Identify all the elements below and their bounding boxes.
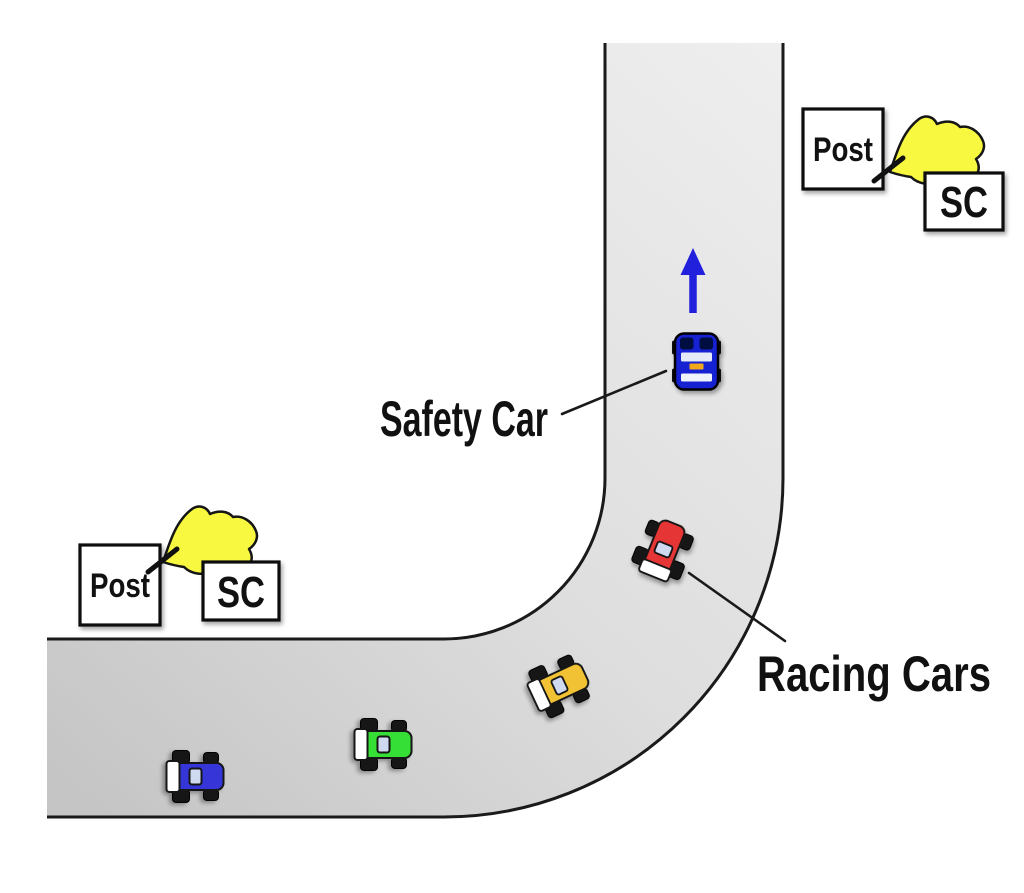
track-inner-edge: [47, 43, 607, 641]
safety-car-leader-line: [560, 369, 668, 416]
safety-car-hood-right: [699, 337, 713, 350]
sc-board: [923, 171, 1005, 232]
track-outer-edge: [47, 43, 785, 819]
racing-cars-leader-line: [687, 571, 787, 643]
safety-car-windshield: [681, 352, 712, 362]
flag-pole: [871, 155, 906, 184]
post-box: [78, 543, 162, 627]
post-box-label: Post: [90, 567, 150, 605]
sc-board-label: SC: [217, 568, 265, 617]
track: [47, 43, 785, 819]
track-surface: [47, 43, 783, 817]
marshal-post-left: Post SC: [78, 505, 281, 627]
sc-board-label: SC: [940, 178, 988, 227]
safety-car-rear-band: [681, 373, 712, 382]
safety-car-hood-left: [680, 337, 694, 350]
marshal-post-right: Post SC: [801, 107, 1005, 232]
post-box: [801, 107, 885, 191]
direction-arrow: [680, 248, 706, 313]
sc-board: [201, 560, 281, 622]
racing-cars-label: Racing Cars: [757, 646, 991, 702]
flag-pole: [145, 546, 180, 575]
safety-car-light-bar: [689, 363, 704, 370]
safety-car: [672, 332, 721, 391]
safety-car-label: Safety Car: [380, 391, 548, 447]
direction-arrow-head: [680, 248, 706, 275]
post-box-label: Post: [813, 131, 873, 169]
